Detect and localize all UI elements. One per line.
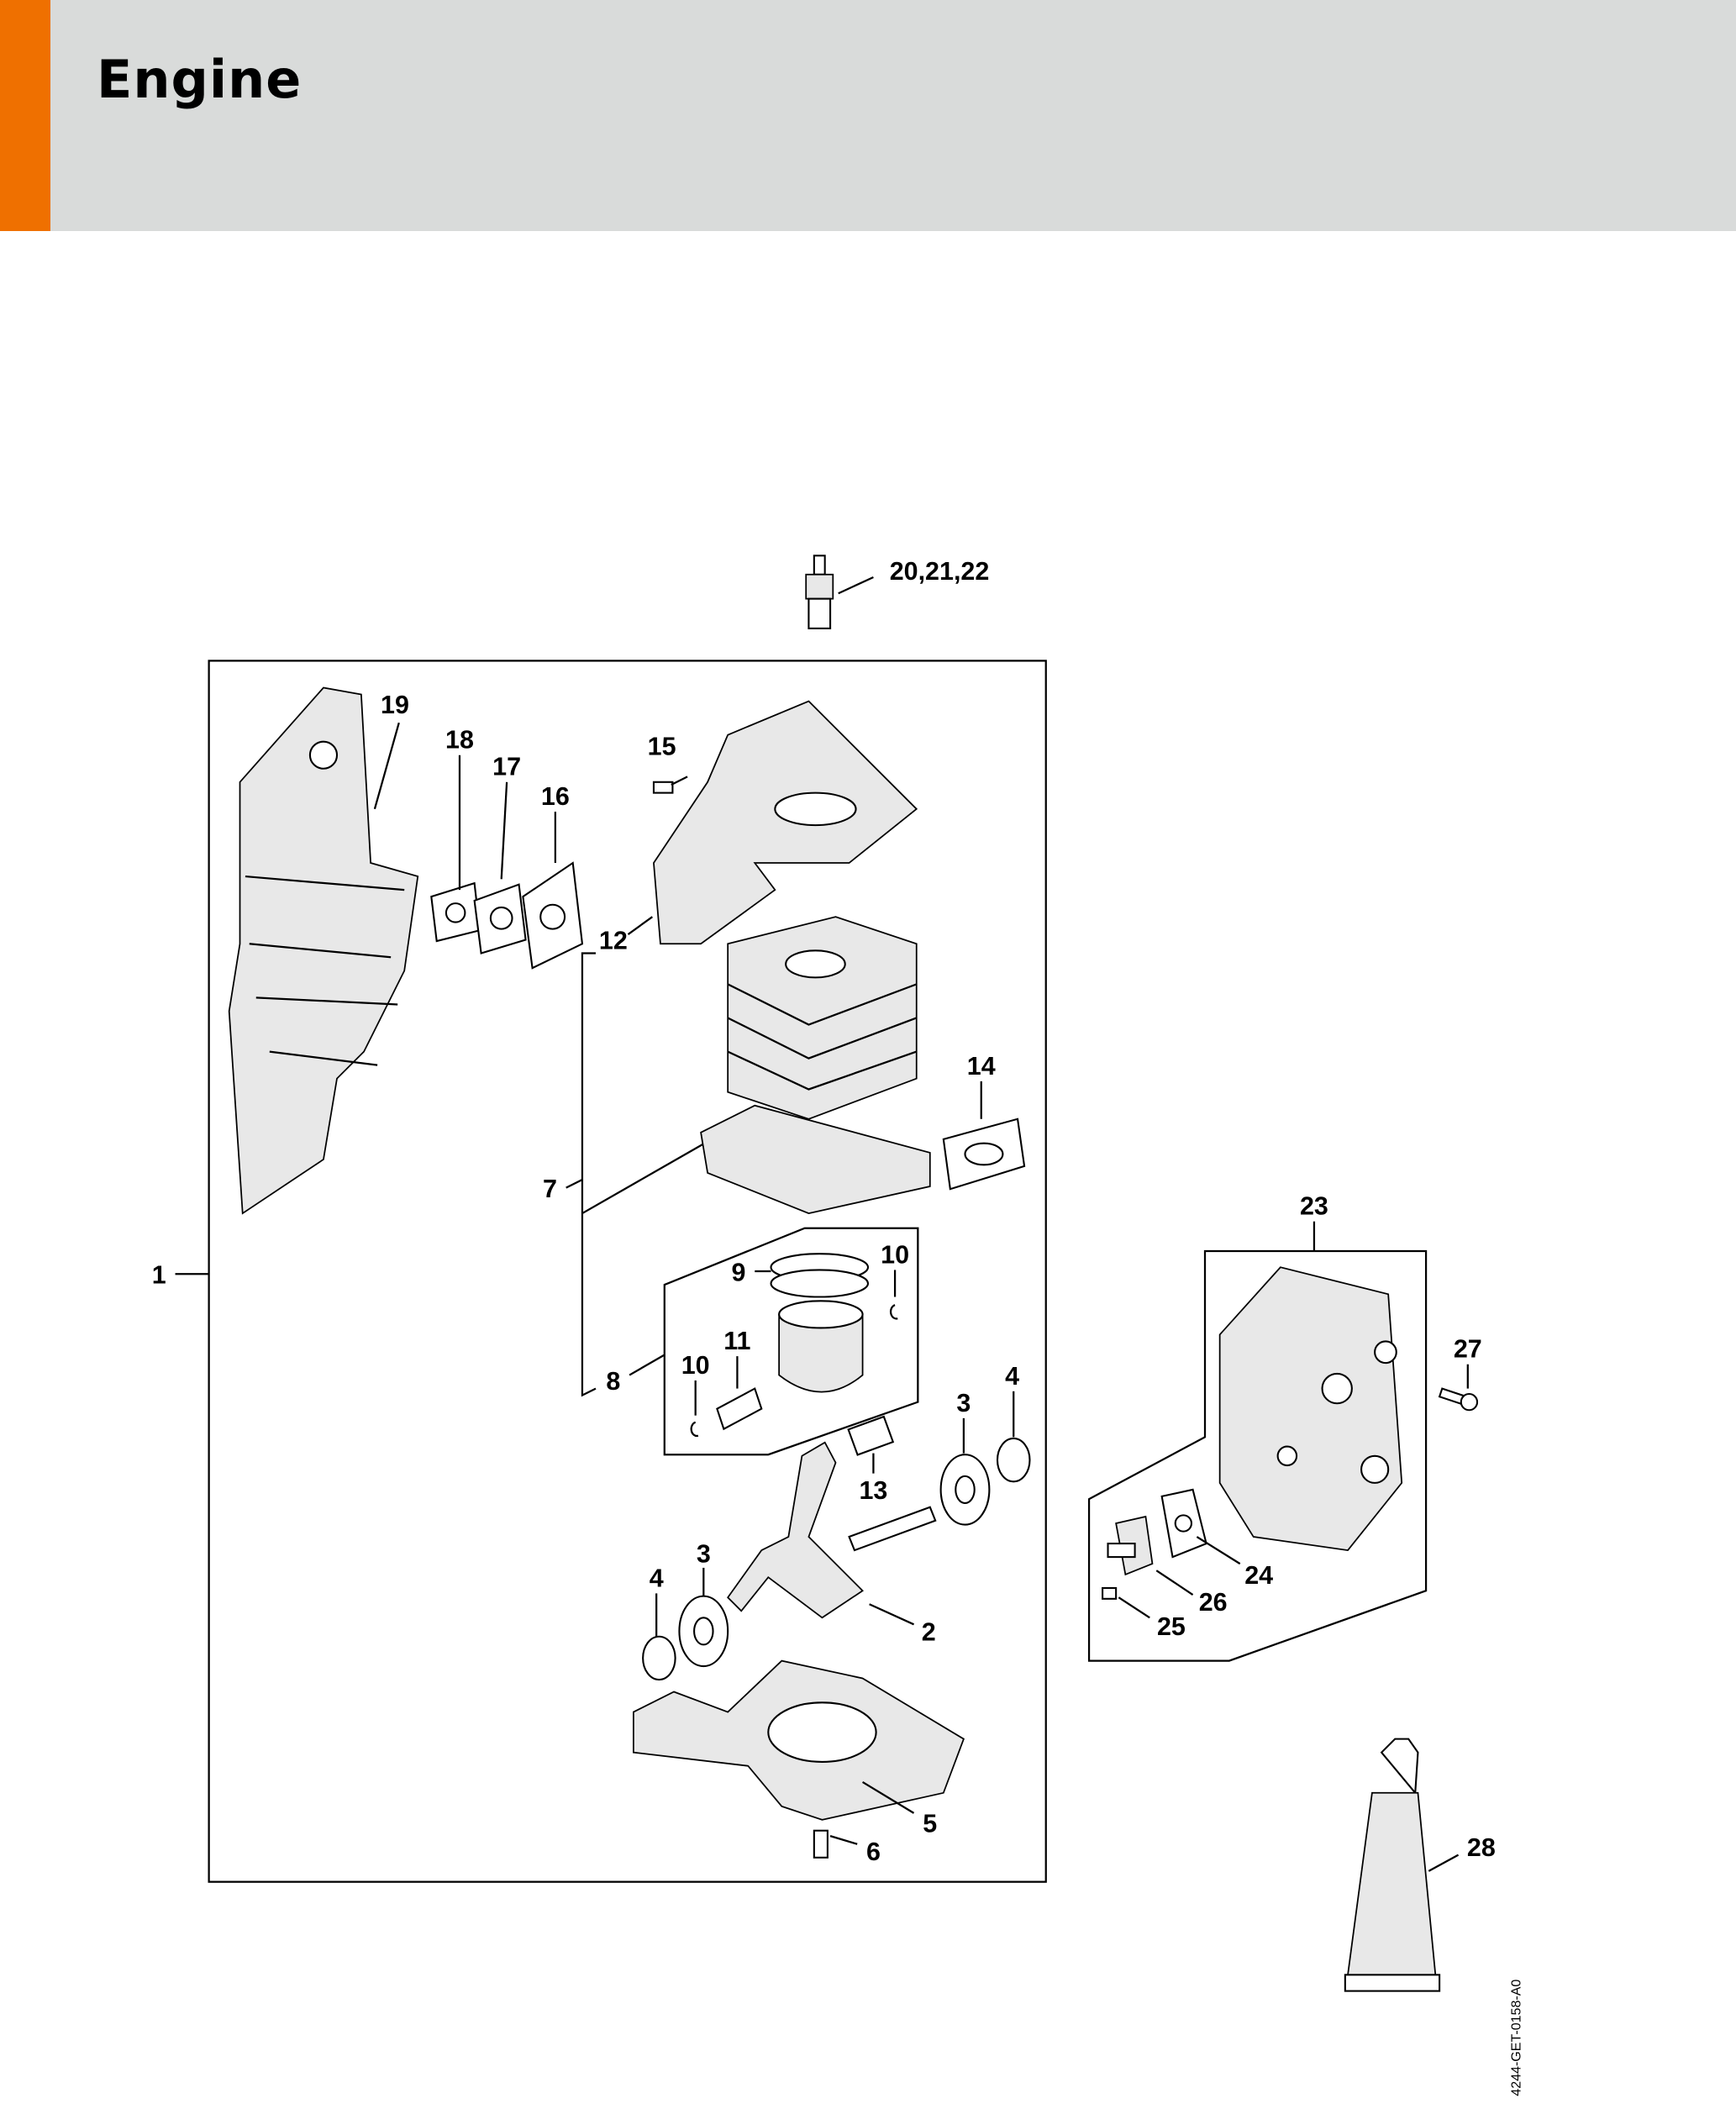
muffler-small-parts	[1102, 1488, 1241, 1619]
cylinder-shroud-part	[652, 700, 918, 945]
callout-3: 3	[956, 1389, 971, 1417]
callout-8: 8	[606, 1367, 620, 1396]
callout-4: 4	[650, 1564, 664, 1592]
leader-line	[566, 1178, 583, 1189]
callout-15: 15	[648, 733, 676, 761]
callout-6: 6	[866, 1838, 881, 1866]
header-accent-bar	[0, 0, 50, 231]
callout-13: 13	[859, 1476, 887, 1505]
fan-housing-part	[228, 686, 419, 1215]
callout-2: 2	[922, 1618, 936, 1647]
callout-27: 27	[1454, 1335, 1482, 1364]
crankshaft-parts	[642, 1391, 1031, 1681]
gasket-parts	[430, 755, 584, 970]
callout-10: 10	[681, 1351, 710, 1380]
callout-26: 26	[1199, 1588, 1228, 1617]
cylinder-part	[700, 916, 931, 1214]
cylinder-bracket	[581, 952, 597, 1397]
muffler-group-box	[1087, 1249, 1428, 1662]
crankcase-part	[633, 1659, 965, 1859]
leader-line	[627, 916, 654, 935]
callout-10: 10	[881, 1240, 909, 1269]
muffler-part	[1218, 1221, 1403, 1552]
callout-14: 14	[967, 1052, 996, 1081]
muffler-screw-part	[1438, 1364, 1479, 1412]
drawing-code: 4244-GET-0158-A0	[1508, 1980, 1523, 2096]
callout-25: 25	[1157, 1612, 1186, 1641]
spark-plug-part	[805, 555, 874, 629]
page-title: Engine	[97, 49, 302, 110]
exhaust-gasket-part	[942, 1081, 1026, 1191]
callout-23: 23	[1300, 1192, 1328, 1221]
callout-9: 9	[732, 1258, 746, 1286]
grease-tube-part	[1344, 1738, 1460, 1992]
leader-line	[581, 1138, 713, 1215]
piston-group-box	[663, 1227, 919, 1456]
callout-24: 24	[1244, 1561, 1273, 1590]
piston-parts	[629, 1253, 898, 1438]
callout-16: 16	[541, 782, 570, 811]
callout-11: 11	[723, 1327, 750, 1355]
callout-1: 1	[152, 1260, 166, 1289]
callout-4: 4	[1005, 1362, 1019, 1391]
callout-28: 28	[1467, 1833, 1496, 1862]
callout-18: 18	[445, 726, 474, 755]
callout-3: 3	[697, 1540, 711, 1569]
page-header: Engine	[0, 0, 1736, 231]
callout-7: 7	[543, 1175, 557, 1203]
callout-12: 12	[599, 927, 628, 955]
callout-20-21-22: 20,21,22	[890, 557, 990, 586]
engine-assembly-box	[208, 660, 1047, 1883]
callout-17: 17	[492, 753, 521, 781]
callout-5: 5	[923, 1809, 937, 1838]
callout-19: 19	[381, 691, 409, 719]
